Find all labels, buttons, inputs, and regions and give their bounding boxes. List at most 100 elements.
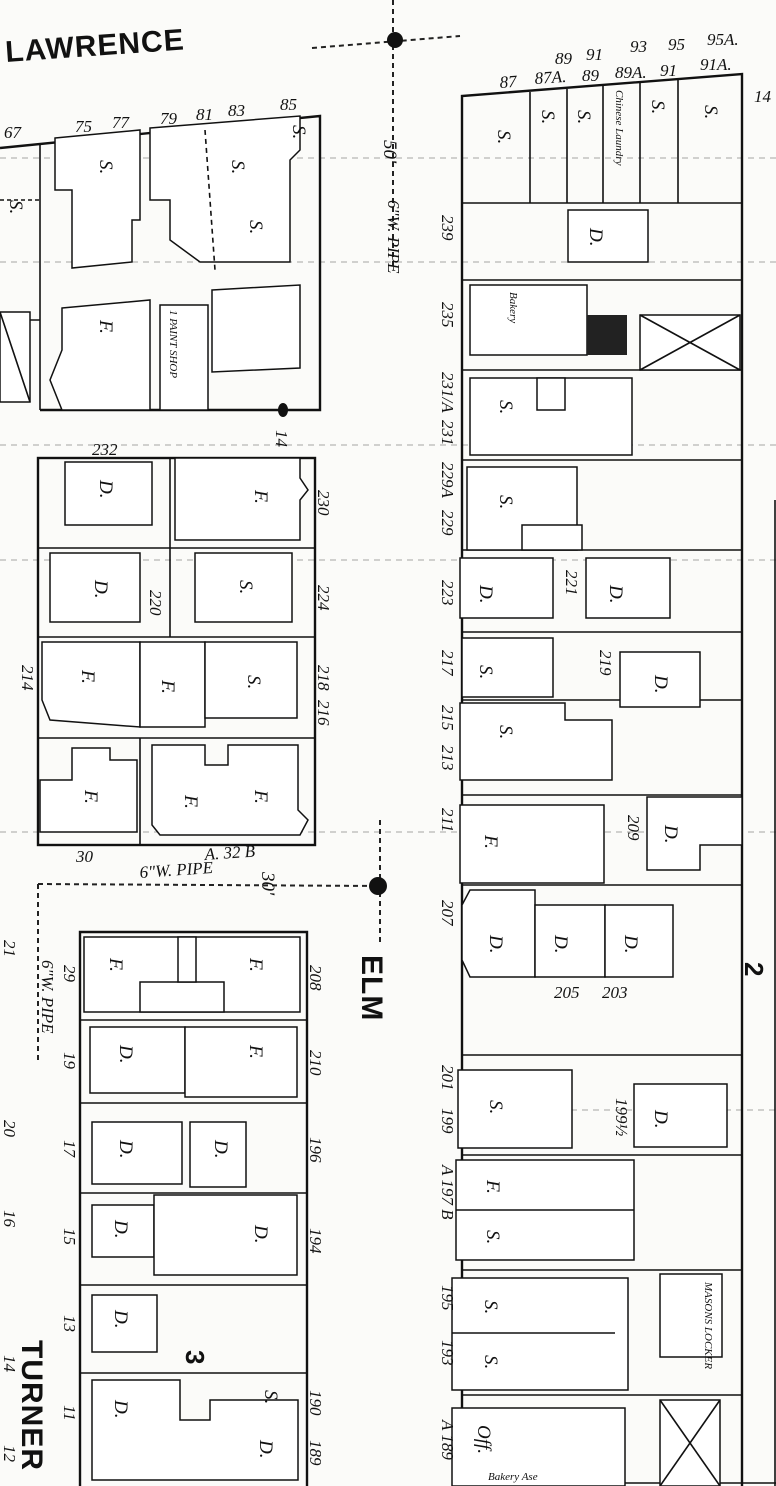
- house-number: 189: [306, 1440, 325, 1466]
- block-right: 87 87A. 89 89 91 93 89A. 95 91 95A. 91A.…: [438, 30, 776, 1486]
- code-flat: F.: [482, 1179, 503, 1194]
- house-number: 30: [75, 847, 94, 866]
- house-number: 216: [314, 700, 333, 726]
- code-store: S.: [260, 1390, 281, 1404]
- house-number: 83: [228, 101, 245, 120]
- house-number: 229: [438, 510, 457, 536]
- house-number: 75: [75, 117, 92, 136]
- house-number: 215: [438, 705, 457, 731]
- house-number: 29: [60, 965, 79, 983]
- house-number: 95A.: [707, 30, 739, 49]
- house-number: 219: [596, 650, 615, 676]
- house-number: 19: [60, 1052, 79, 1070]
- house-number: 213: [438, 745, 457, 771]
- code-dwelling: D.: [110, 1399, 131, 1418]
- house-number: 67: [4, 123, 23, 142]
- house-number: 85: [280, 95, 297, 114]
- house-number: 223: [438, 580, 457, 606]
- pipe-label: 6"W. PIPE: [38, 960, 57, 1034]
- code-flat: F.: [480, 834, 501, 849]
- hydrant-icon: [369, 877, 387, 895]
- occupancy-bakery: Bakery: [507, 292, 519, 323]
- code-dwelling: D.: [485, 934, 506, 953]
- house-number: 13: [60, 1315, 79, 1332]
- house-number: 95: [668, 35, 685, 54]
- code-store: S.: [235, 580, 256, 594]
- block-top-left: 67 75 77 79 81 83 85 S. S. S. S. S. F. 1…: [0, 95, 322, 412]
- house-number: 91: [586, 45, 603, 64]
- house-number: 224: [314, 585, 333, 611]
- house-number: 14: [0, 1355, 19, 1373]
- house-number: 89: [582, 66, 600, 85]
- code-dwelling: D.: [255, 1439, 276, 1458]
- house-number: 208: [306, 965, 325, 991]
- code-store: S.: [700, 105, 721, 119]
- house-number: 199½: [612, 1098, 631, 1137]
- house-number: 230: [314, 490, 333, 516]
- code-flat: F.: [250, 489, 271, 504]
- code-dwelling: D.: [90, 579, 111, 598]
- house-number: A. 32 B: [203, 841, 256, 864]
- house-number: 12: [0, 1445, 19, 1463]
- code-flat: F.: [245, 1044, 266, 1059]
- pipe-label: 6"W. PIPE: [384, 200, 403, 274]
- house-number: 79: [160, 109, 178, 128]
- occupancy-paint-shop: 1 PAINT SHOP: [167, 310, 179, 378]
- house-number: 209: [624, 815, 643, 841]
- house-number: 205: [554, 983, 580, 1002]
- code-store: S.: [245, 220, 266, 234]
- occupancy-laundry: Chinese Laundry: [613, 90, 625, 166]
- house-number: A 189: [438, 1419, 457, 1460]
- house-number: 220: [146, 590, 165, 616]
- code-dwelling: D.: [115, 1044, 136, 1063]
- house-number: 210: [306, 1050, 325, 1076]
- house-number: 231: [438, 420, 457, 446]
- code-dwelling: D.: [605, 584, 626, 603]
- code-dwelling: D.: [475, 584, 496, 603]
- house-number: 81: [196, 105, 213, 124]
- code-dwelling: D.: [250, 1224, 271, 1243]
- house-number: 231/A: [438, 372, 457, 413]
- code-flat: F.: [157, 679, 178, 694]
- code-store: S.: [573, 110, 594, 124]
- house-number: 199: [438, 1108, 457, 1134]
- house-number: 201: [438, 1065, 457, 1091]
- code-store: S.: [495, 725, 516, 739]
- house-number: 77: [112, 113, 131, 132]
- code-dwelling: D.: [620, 934, 641, 953]
- house-number: 195: [438, 1285, 457, 1311]
- street-width: 50': [379, 140, 400, 164]
- code-store: S.: [495, 400, 516, 414]
- code-flat: F.: [245, 957, 266, 972]
- code-flat: F.: [80, 789, 101, 804]
- house-number: 221: [562, 570, 581, 596]
- house-number: 203: [602, 983, 628, 1002]
- code-store: S.: [5, 200, 26, 214]
- house-number: 16: [0, 1210, 19, 1228]
- code-dwelling: D.: [110, 1309, 131, 1328]
- house-number: 217: [438, 650, 457, 677]
- oven-icon: [587, 315, 627, 355]
- occupancy-office: Off.: [473, 1425, 494, 1454]
- house-number: 211: [438, 808, 457, 832]
- code-dwelling: D.: [585, 227, 606, 246]
- house-number: 193: [438, 1340, 457, 1366]
- street-elm: ELM: [355, 955, 388, 1021]
- code-flat: F.: [105, 957, 126, 972]
- code-flat: F.: [180, 794, 201, 809]
- code-store: S.: [288, 125, 309, 139]
- code-dwelling: D.: [115, 1139, 136, 1158]
- house-number: 89A.: [615, 63, 647, 82]
- house-number: 214: [18, 665, 37, 691]
- code-flat: F.: [95, 319, 116, 334]
- code-store: S.: [495, 495, 516, 509]
- house-number: 14: [272, 430, 291, 448]
- house-number: 87: [499, 72, 519, 92]
- street-lawrence: LAWRENCE: [4, 24, 186, 69]
- house-number: 194: [306, 1228, 325, 1254]
- house-number: 218: [314, 665, 333, 691]
- code-store: S.: [227, 160, 248, 174]
- street-width: 30': [257, 871, 278, 896]
- house-number: 21: [0, 940, 19, 957]
- code-flat: F.: [77, 669, 98, 684]
